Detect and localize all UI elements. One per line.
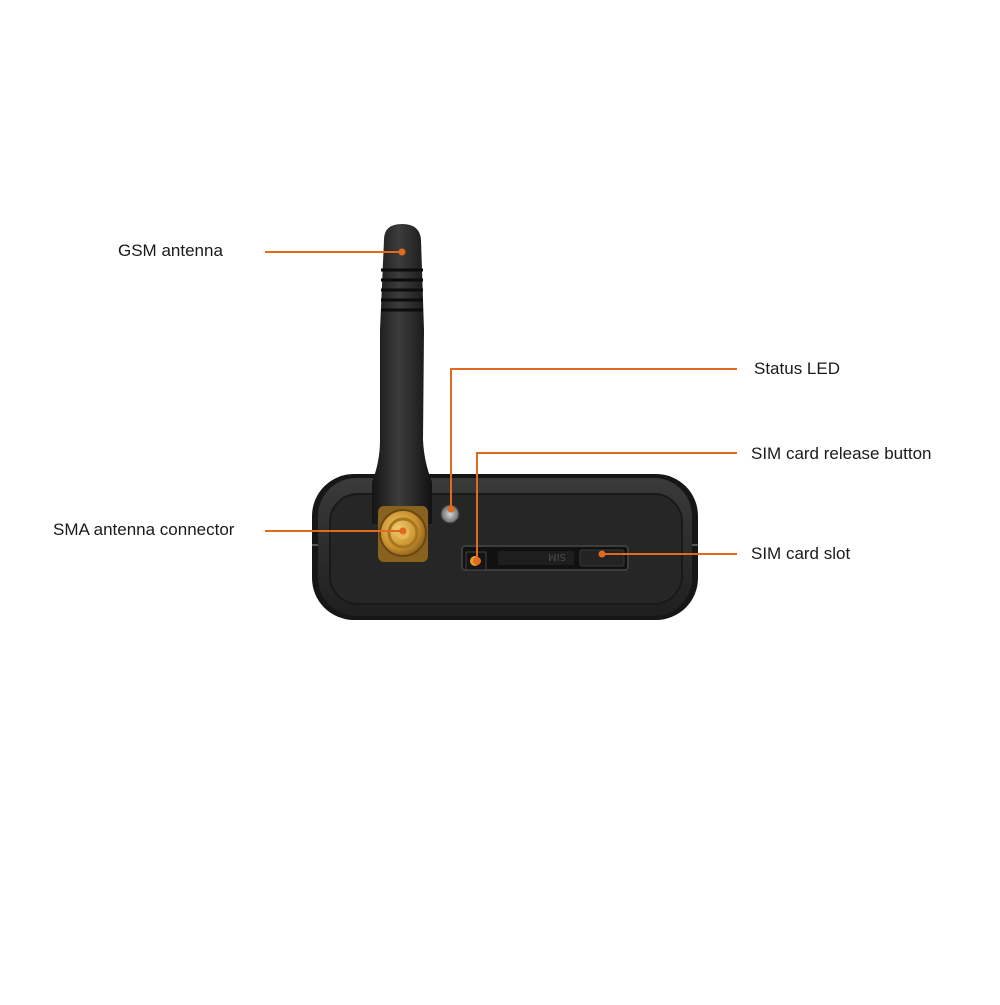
status-led-leader-dot — [447, 505, 455, 513]
sim-release-leader-line — [476, 452, 737, 558]
callout-lines — [265, 248, 737, 565]
sim-slot-leader-dot — [598, 550, 606, 558]
status-led-label: Status LED — [754, 359, 840, 378]
sma-connector-label: SMA antenna connector — [53, 520, 235, 539]
slot-marking: SIM — [548, 551, 566, 562]
gsm-antenna-label: GSM antenna — [118, 241, 223, 260]
sma-connector-leader-dot — [399, 527, 407, 535]
status-led-leader-line — [450, 368, 737, 509]
gsm-antenna-leader-dot — [398, 248, 406, 256]
sim-release-button-label: SIM card release button — [751, 444, 932, 463]
antenna-ridges — [381, 268, 423, 312]
gsm-antenna — [372, 224, 432, 524]
sim-slot-label: SIM card slot — [751, 544, 851, 563]
sim-card-slot: SIM — [461, 545, 629, 571]
sim-release-leader-dot — [473, 557, 481, 565]
